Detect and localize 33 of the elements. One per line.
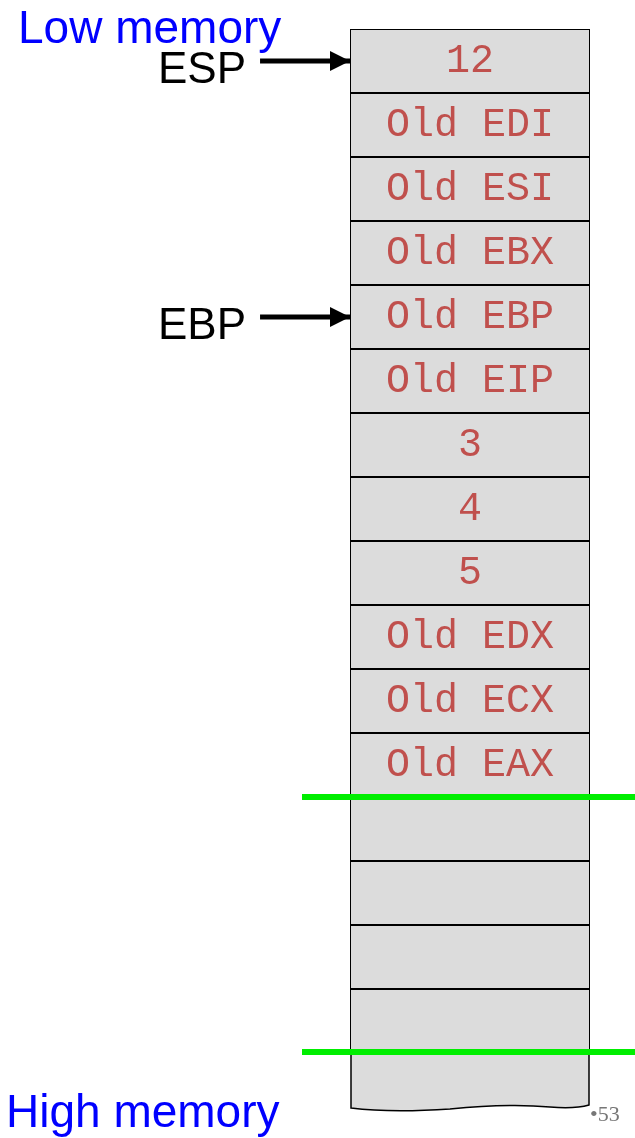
- cell-value: 12: [446, 38, 494, 84]
- stack-cell: [350, 29, 590, 93]
- stack-cell: [350, 605, 590, 669]
- register-label: ESP: [158, 46, 247, 90]
- stack-cell: [350, 221, 590, 285]
- cell-value: 5: [458, 550, 482, 596]
- stack-cell: [350, 349, 590, 413]
- stack-cell: [350, 797, 590, 861]
- pointer-arrow: [260, 51, 350, 71]
- stack-cell: [350, 157, 590, 221]
- stack-cell: [350, 285, 590, 349]
- cell-value: Old EIP: [386, 358, 554, 404]
- stack-cell: [350, 861, 590, 925]
- cell-value: Old ECX: [386, 678, 554, 724]
- stack-cell: [350, 733, 590, 797]
- cell-value: 4: [458, 486, 482, 532]
- cell-value: 3: [458, 422, 482, 468]
- register-label: EBP: [158, 302, 247, 346]
- page-number: •53: [590, 1103, 620, 1125]
- pointer-arrow: [260, 307, 350, 327]
- stack-cell: [350, 925, 590, 989]
- cell-value: Old ESI: [386, 166, 554, 212]
- stack-cell: [350, 413, 590, 477]
- stack-cell: [350, 669, 590, 733]
- cell-value: Old EAX: [386, 742, 554, 788]
- cell-value: Old EBP: [386, 294, 554, 340]
- cell-value: Old EDX: [386, 614, 554, 660]
- stack-cell: [350, 93, 590, 157]
- stack-cell: [350, 541, 590, 605]
- stack-cell: [350, 1053, 590, 1113]
- cell-value: Old EBX: [386, 230, 554, 276]
- stack-cell: [350, 477, 590, 541]
- cell-value: Old EDI: [386, 102, 554, 148]
